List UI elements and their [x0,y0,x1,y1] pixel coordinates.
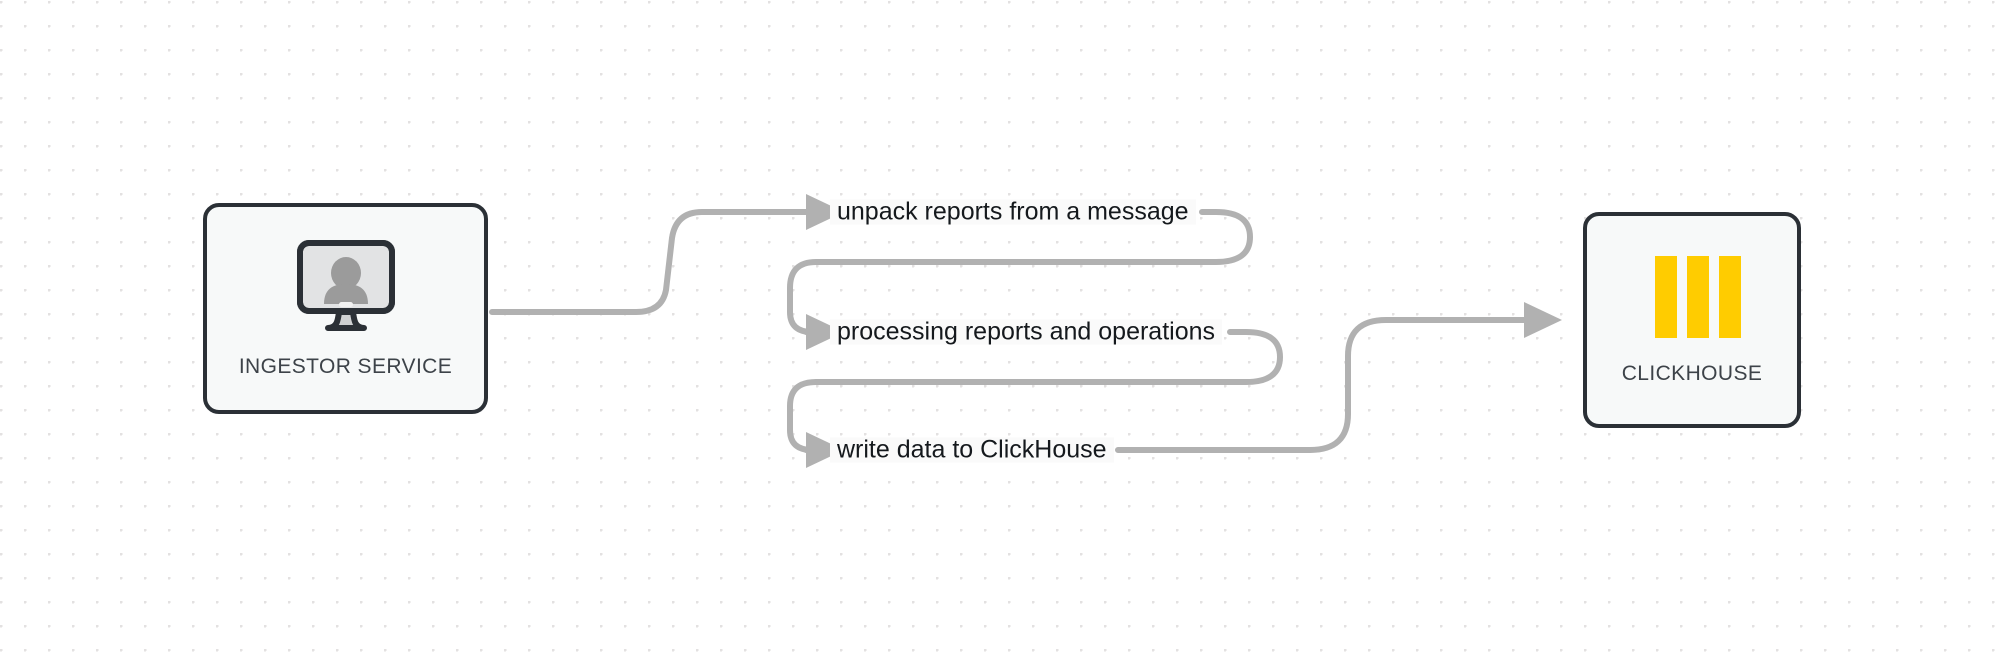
node-clickhouse[interactable]: CLICKHOUSE [1583,212,1801,428]
edge-label-unpack-reports[interactable]: unpack reports from a message [830,199,1196,225]
edge-path-unpack-reports[interactable] [489,209,809,315]
edge-path-to-clickhouse[interactable] [1115,317,1527,453]
edge-arrow-processing-reports [806,314,844,350]
edge-label-processing-reports[interactable]: processing reports and operations [830,319,1223,345]
node-ingestor-service[interactable]: INGESTOR SERVICE [203,203,488,414]
monitor-user-icon [293,238,399,339]
edge-label-write-data[interactable]: write data to ClickHouse [830,437,1114,463]
edge-arrow-to-clickhouse [1524,302,1562,338]
edge-arrow-write-data [806,432,844,468]
node-ingestor-service-label: INGESTOR SERVICE [238,355,453,378]
edge-arrow-unpack-reports [806,194,844,230]
edge-path-processing-return[interactable] [787,329,1283,427]
node-clickhouse-label: CLICKHOUSE [1621,361,1763,385]
clickhouse-bars-icon [1642,255,1742,344]
edge-path-unpack-return[interactable] [787,209,1253,309]
